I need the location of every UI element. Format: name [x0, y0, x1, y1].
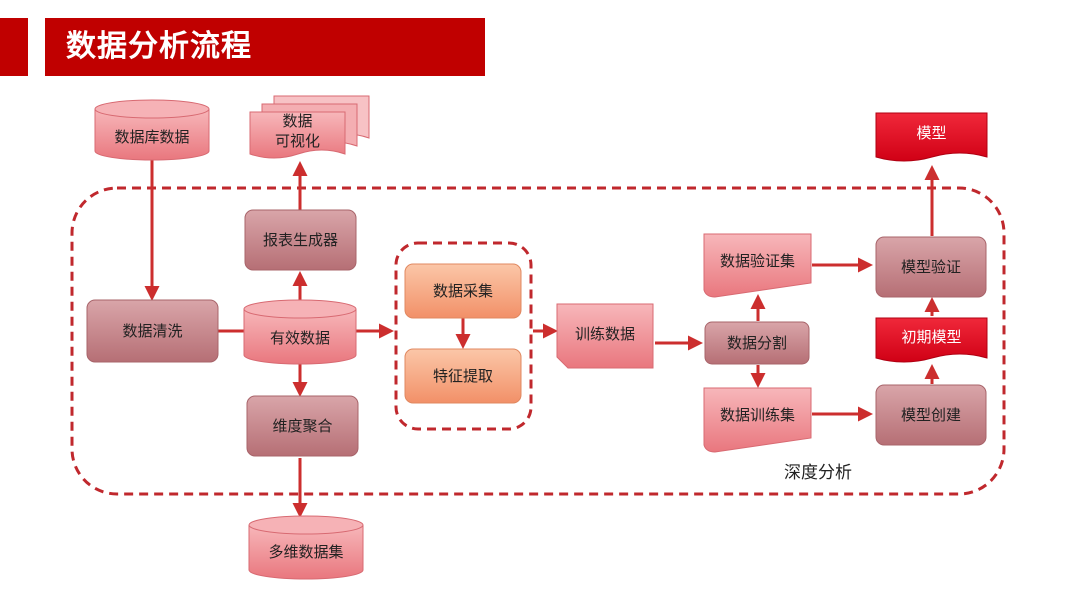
database-label: 数据库数据 [114, 128, 190, 146]
report-generator-label: 报表生成器 [262, 231, 338, 249]
header-accent-bar [0, 18, 28, 76]
header-bar [45, 18, 485, 76]
data-cleaning-label: 数据清洗 [122, 322, 183, 340]
data-split-box [704, 321, 810, 365]
data-split-label: 数据分割 [726, 334, 787, 352]
feature-extraction-label: 特征提取 [432, 367, 493, 385]
training-set-document [703, 387, 812, 453]
training-set-label: 数据训练集 [719, 406, 795, 424]
validation-set-document [703, 233, 812, 298]
deep-analysis-region [70, 186, 1006, 496]
data-collection-box [404, 263, 522, 319]
model-validation-label: 模型验证 [900, 258, 961, 276]
visualization-label: 数据 可视化 [274, 112, 320, 150]
deep-analysis-label: 深度分析 [784, 463, 852, 483]
multidim-dataset-cylinder [248, 515, 364, 580]
model-validation-box [875, 236, 987, 298]
model-document [875, 112, 988, 162]
page-title: 数据分析流程 [66, 29, 252, 64]
initial-model-label: 初期模型 [901, 328, 962, 346]
data-collection-label: 数据采集 [432, 282, 493, 300]
report-generator-box [244, 209, 357, 271]
multidim-dataset-label: 多维数据集 [268, 543, 344, 561]
feature-extraction-box [404, 348, 522, 404]
dimension-aggregation-label: 维度聚合 [272, 417, 333, 435]
dimension-aggregation-box [246, 395, 359, 457]
model-creation-box [875, 384, 987, 446]
valid-data-cylinder [243, 299, 357, 365]
training-data-shape [556, 303, 654, 369]
visualization-multidocument [249, 95, 370, 159]
feature-engineering-region [394, 241, 533, 431]
model-label: 模型 [916, 124, 947, 142]
model-creation-label: 模型创建 [900, 406, 961, 424]
initial-model-document [875, 317, 988, 363]
database-cylinder [94, 99, 210, 161]
training-data-label: 训练数据 [574, 325, 635, 343]
validation-set-label: 数据验证集 [719, 252, 795, 270]
data-cleaning-box [86, 299, 219, 363]
valid-data-label: 有效数据 [269, 329, 330, 347]
